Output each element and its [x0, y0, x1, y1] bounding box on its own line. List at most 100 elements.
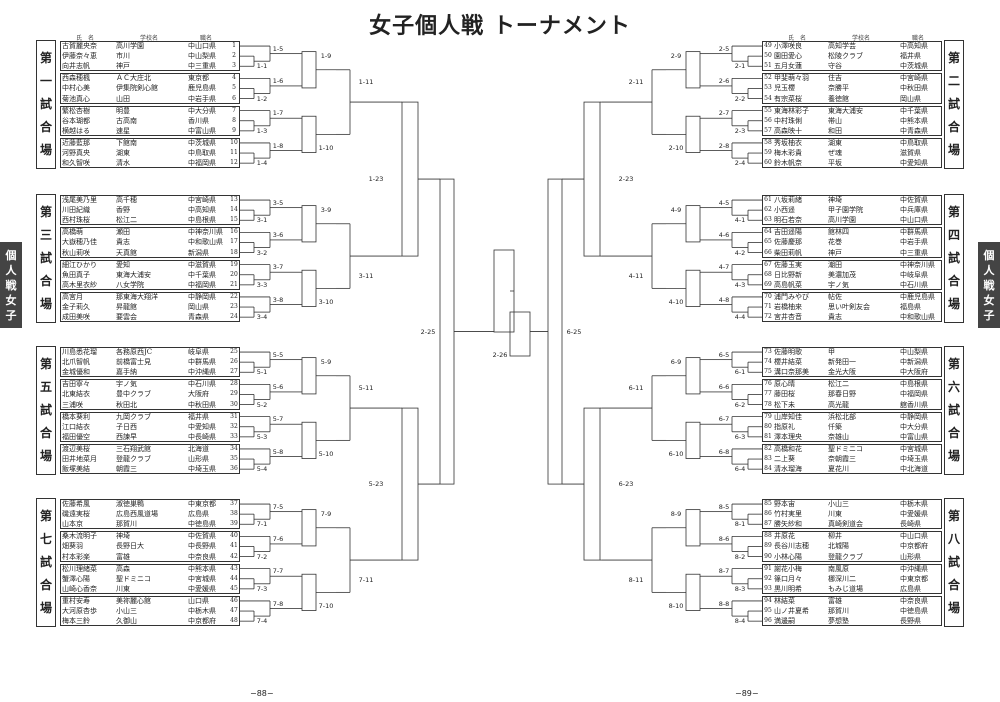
bracket-box	[301, 421, 317, 459]
match-label: 2-6	[718, 76, 730, 85]
player-prefecture: 中佐賀県	[188, 532, 216, 541]
side-tab-right: 個人戦女子	[978, 242, 1000, 328]
bracket-box	[301, 357, 317, 395]
player-school: 川東	[828, 510, 842, 519]
player-seed: 25	[230, 348, 238, 355]
player-school: 那東海大翔洋	[116, 292, 158, 301]
match-label: 7-6	[272, 534, 284, 543]
player-group	[762, 379, 942, 410]
player-seed: 90	[764, 552, 772, 560]
venue-char: 場	[947, 143, 960, 158]
player-school: ＡＣ大庄北	[116, 74, 151, 83]
match-label: 3-8	[272, 295, 284, 304]
player-seed: 40	[230, 532, 238, 540]
player-name: 磯遠実桜	[62, 510, 90, 519]
player-prefecture: 岡山県	[900, 94, 921, 103]
venue-label-v7: 第七試合場	[36, 498, 56, 628]
match-label: 6-1	[734, 368, 746, 377]
match-label: 8-10	[668, 602, 684, 611]
bracket-box	[685, 509, 701, 547]
player-prefecture: 中鹿児島県	[900, 292, 935, 301]
match-label: 7-3	[256, 584, 268, 593]
venue-char: 合	[947, 578, 960, 593]
player-name: 高森映十	[774, 126, 802, 135]
bracket-box	[685, 115, 701, 153]
player-group	[60, 563, 240, 594]
venue-char: 合	[947, 426, 960, 441]
player-prefecture: 岐阜県	[188, 348, 209, 356]
player-group	[762, 195, 942, 226]
player-prefecture: 福井県	[188, 412, 209, 421]
player-name: 金城優和	[62, 368, 90, 377]
player-name: 山ノ井夏希	[774, 607, 809, 615]
player-prefecture: 中福岡県	[188, 159, 216, 168]
player-school: 松陵クラブ	[828, 52, 863, 61]
col-header-pref: 職名	[912, 35, 925, 42]
player-prefecture: 広島県	[900, 584, 921, 593]
player-school: 東海大浦安	[828, 106, 863, 115]
player-name: 高島帆菜	[774, 280, 802, 289]
player-name: 高橋萌	[62, 228, 83, 237]
match-label: 5-7	[272, 415, 284, 424]
player-prefecture: 中大阪府	[900, 368, 928, 377]
match-label: 1-10	[318, 144, 334, 153]
player-prefecture: 中埼玉県	[188, 465, 216, 474]
player-school: 仟築	[828, 422, 842, 431]
player-seed: 66	[764, 248, 772, 256]
player-school: 明豊	[116, 106, 130, 115]
player-name: 桑木流明子	[62, 532, 97, 541]
player-prefecture: 中埼玉県	[900, 455, 928, 463]
match-label: 5-6	[272, 382, 284, 391]
player-seed: 14	[230, 206, 238, 214]
player-name: 松川理緒菜	[62, 564, 97, 573]
player-school: もみじ道場	[828, 584, 863, 593]
player-seed: 5	[232, 84, 236, 92]
side-tab-char: 個	[983, 248, 995, 262]
player-prefecture: 中和歌山県	[900, 313, 935, 322]
player-name: 成田美咲	[62, 313, 90, 322]
player-seed: 60	[764, 159, 772, 167]
match-label: 5-11	[358, 384, 374, 393]
match-label: 1-9	[320, 51, 332, 60]
player-name: 北東結衣	[62, 390, 90, 399]
column-headers-left: 氏 名 学校名 職名	[60, 33, 240, 42]
side-tab-char: 女	[983, 293, 995, 307]
player-school: 速星	[116, 126, 130, 135]
player-seed: 35	[230, 455, 238, 462]
player-seed: 1	[232, 42, 236, 49]
player-school: 富雄	[828, 596, 842, 605]
column-headers-right: 氏 名 学校名 職名	[762, 33, 942, 42]
player-seed: 74	[764, 358, 772, 366]
player-seed: 48	[230, 617, 238, 625]
match-label: 6-11	[628, 384, 644, 393]
player-prefecture: 中和歌山県	[188, 238, 223, 247]
player-school: 九岡クラブ	[116, 412, 151, 421]
side-tab-char: 個	[5, 248, 17, 262]
match-label: 8-6	[718, 534, 730, 543]
player-prefecture: 中栃木県	[188, 607, 216, 615]
venue-char: 場	[39, 297, 52, 312]
player-seed: 16	[230, 228, 238, 236]
player-school: 山田	[116, 94, 130, 103]
player-prefecture: 中鳥取県	[188, 149, 216, 157]
match-label: 1-3	[256, 126, 268, 135]
player-group	[60, 443, 240, 475]
player-school: 高川学園	[828, 216, 856, 225]
player-school: 高川学園	[116, 42, 144, 50]
player-school: 那春日野	[828, 390, 856, 399]
player-name: 北爪智帆	[62, 358, 90, 367]
player-name: 小林心陽	[774, 552, 802, 561]
